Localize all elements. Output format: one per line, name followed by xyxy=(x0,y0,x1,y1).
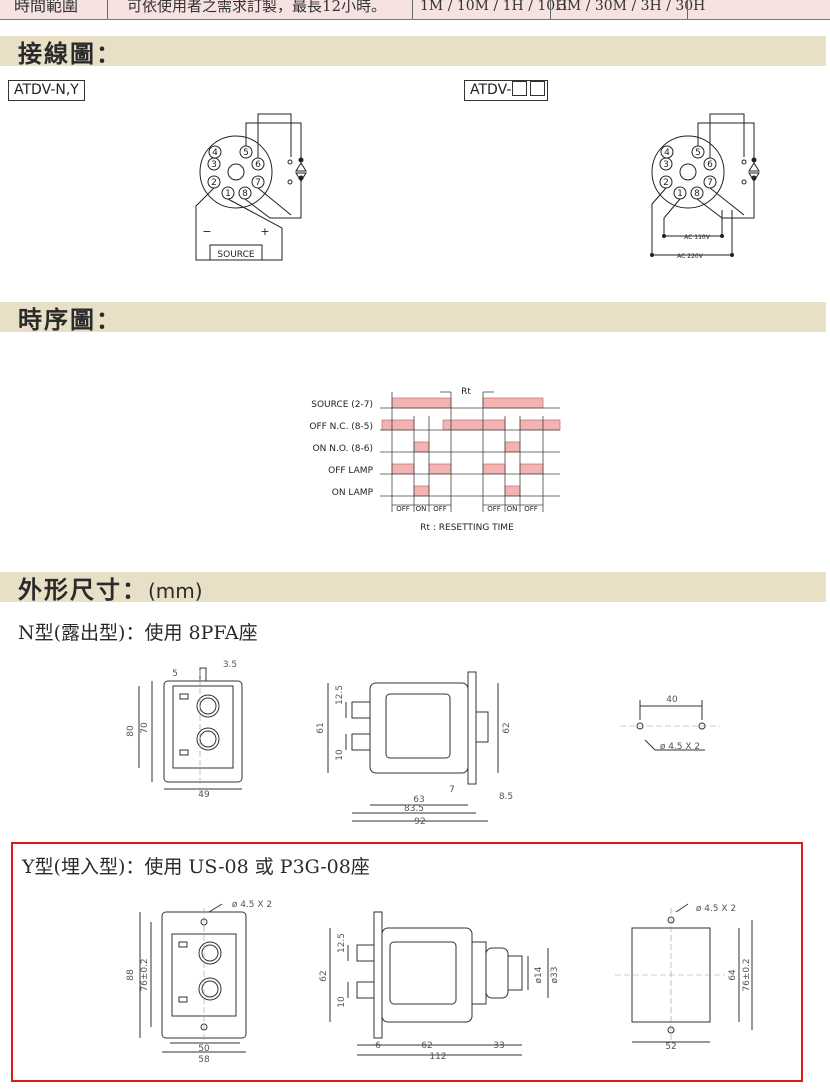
n-side-dim: 61 xyxy=(316,722,326,733)
n-hole-dim: ø 4.5 X 2 xyxy=(660,742,700,752)
timing-title: 時序圖： xyxy=(18,305,122,334)
rt-label: Rt xyxy=(461,387,471,397)
ac110-label: AC 110V xyxy=(684,234,711,241)
y-side-dim: 33 xyxy=(493,1041,504,1051)
timing-row-label: ON LAMP xyxy=(332,488,374,498)
n-front-dim: 80 xyxy=(126,725,136,737)
n-side-dim: 83.5 xyxy=(404,804,424,814)
dimension-unit: (mm) xyxy=(148,579,203,603)
minus-sign: − xyxy=(202,225,211,238)
pin-label: 3 xyxy=(211,160,217,170)
y-front-dim: ø 4.5 X 2 xyxy=(232,900,272,910)
left-wiring-diagram xyxy=(195,113,307,261)
timing-row-label: ON N.O. (8-6) xyxy=(313,444,373,454)
y-side-dim: 62 xyxy=(319,970,329,981)
time-range-label: 時間範圍 xyxy=(14,0,79,15)
timing-state-label: OFF xyxy=(487,505,501,513)
n-type-drawings: 3.5 5 80 70 49 12.5 61 10 62 7 8.5 63 83… xyxy=(126,660,720,827)
n-side-dim: 92 xyxy=(414,817,425,827)
y-front-dim: 88 xyxy=(126,969,136,981)
n-front-dim: 70 xyxy=(140,722,150,734)
pin-label: 1 xyxy=(677,189,683,199)
pin-label: 7 xyxy=(255,178,261,188)
n-side-dim: 12.5 xyxy=(335,685,345,705)
n-front-dim: 49 xyxy=(198,790,210,800)
y-cutout-dim: 52 xyxy=(665,1042,676,1052)
pin-label: 6 xyxy=(255,160,261,170)
source-label: SOURCE xyxy=(217,250,254,260)
pin-label: 3 xyxy=(663,160,669,170)
timing-state-label: OFF xyxy=(433,505,447,513)
dimension-title-wrap: 外形尺寸：(mm) xyxy=(18,570,203,605)
plus-sign: + xyxy=(260,225,269,238)
timing-state-label: OFF xyxy=(396,505,410,513)
wiring-section-header: 接線圖： xyxy=(0,36,826,68)
left-model-tag: ATDV-N,Y xyxy=(8,80,85,101)
wiring-title: 接線圖： xyxy=(18,39,122,68)
pin-label: 5 xyxy=(243,148,249,158)
n-side-dim: 7 xyxy=(449,785,455,795)
right-model-label: ATDV- xyxy=(470,82,512,98)
time-range-option-2: 3M / 30M / 3H / 30H xyxy=(558,0,706,14)
n-front-dim: 3.5 xyxy=(223,660,237,670)
n-side-dim: 8.5 xyxy=(499,792,513,802)
timing-section-header: 時序圖： xyxy=(0,302,826,334)
y-front-dim: 58 xyxy=(198,1055,210,1065)
socket-center-key xyxy=(679,163,697,181)
relay-socket-outline xyxy=(651,135,725,209)
ac220-label: AC 220V xyxy=(677,253,704,260)
n-hole-dim: 40 xyxy=(666,695,678,705)
timing-caption: Rt : RESETTING TIME xyxy=(420,523,514,533)
pin-label: 8 xyxy=(694,189,700,199)
y-side-dim: 10 xyxy=(337,996,347,1008)
y-cutout-dim: 64 xyxy=(728,969,738,981)
n-type-title: N型(露出型)：使用 8PFA座 xyxy=(18,622,258,644)
timing-chart: Rt SOURCE (2-7) OFF N.C. (8-5) ON N.O. (… xyxy=(309,387,561,533)
timing-state-label: ON xyxy=(507,505,518,513)
y-cutout-dim: 76±0.2 xyxy=(742,958,752,991)
timing-state-label: ON xyxy=(416,505,427,513)
timing-state-label: OFF xyxy=(524,505,538,513)
dimension-section-header: 外形尺寸：(mm) xyxy=(0,570,826,605)
n-side-dim: 62 xyxy=(502,722,512,733)
y-side-dim: 6 xyxy=(375,1041,381,1051)
y-side-dim: 112 xyxy=(429,1052,446,1062)
pin-label: 4 xyxy=(212,148,218,158)
pin-label: 1 xyxy=(225,189,231,199)
time-range-note: 可依使用者之需求訂製，最長12小時。 xyxy=(127,0,387,15)
wiring-diagrams: 4 5 3 6 2 7 1 8 SOURCE − + 4 xyxy=(195,113,760,261)
y-type-drawings: ø 4.5 X 2 88 76±0.2 50 58 12.5 62 10 ø14… xyxy=(126,900,753,1065)
timing-row-label: SOURCE (2-7) xyxy=(311,400,373,410)
y-side-dim: ø14 xyxy=(534,966,544,983)
y-side-dim: 62 xyxy=(421,1041,432,1051)
pin-label: 2 xyxy=(663,178,669,188)
pin-label: 2 xyxy=(211,178,217,188)
pin-label: 4 xyxy=(664,148,670,158)
y-type-title: Y型(埋入型)：使用 US-08 或 P3G-08座 xyxy=(22,856,370,878)
y-type-highlight-frame xyxy=(11,842,803,1082)
n-side-dim: 63 xyxy=(413,795,424,805)
right-model-tag: ATDV- xyxy=(464,80,549,101)
y-cutout-dim: ø 4.5 X 2 xyxy=(696,904,736,914)
y-side-dim: ø33 xyxy=(550,967,560,984)
n-front-dim: 5 xyxy=(172,669,178,679)
timing-row-label: OFF N.C. (8-5) xyxy=(309,422,373,432)
time-range-option-1: 1M / 10M / 1H / 10H xyxy=(420,0,568,14)
pin-label: 6 xyxy=(707,160,713,170)
y-front-dim: 50 xyxy=(198,1044,210,1054)
y-side-dim: 12.5 xyxy=(337,933,347,953)
y-front-dim: 76±0.2 xyxy=(140,958,150,991)
pin-label: 8 xyxy=(242,189,248,199)
right-wiring-diagram xyxy=(651,113,760,256)
n-side-dim: 10 xyxy=(335,749,345,761)
timing-row-label: OFF LAMP xyxy=(328,466,373,476)
socket-center-key xyxy=(227,163,245,181)
time-range-table-row: 時間範圍 可依使用者之需求訂製，最長12小時。 1M / 10M / 1H / … xyxy=(0,0,830,20)
dimension-title: 外形尺寸： xyxy=(18,575,148,604)
relay-socket-outline xyxy=(199,135,273,209)
pin-label: 5 xyxy=(695,148,701,158)
pin-label: 7 xyxy=(707,178,713,188)
